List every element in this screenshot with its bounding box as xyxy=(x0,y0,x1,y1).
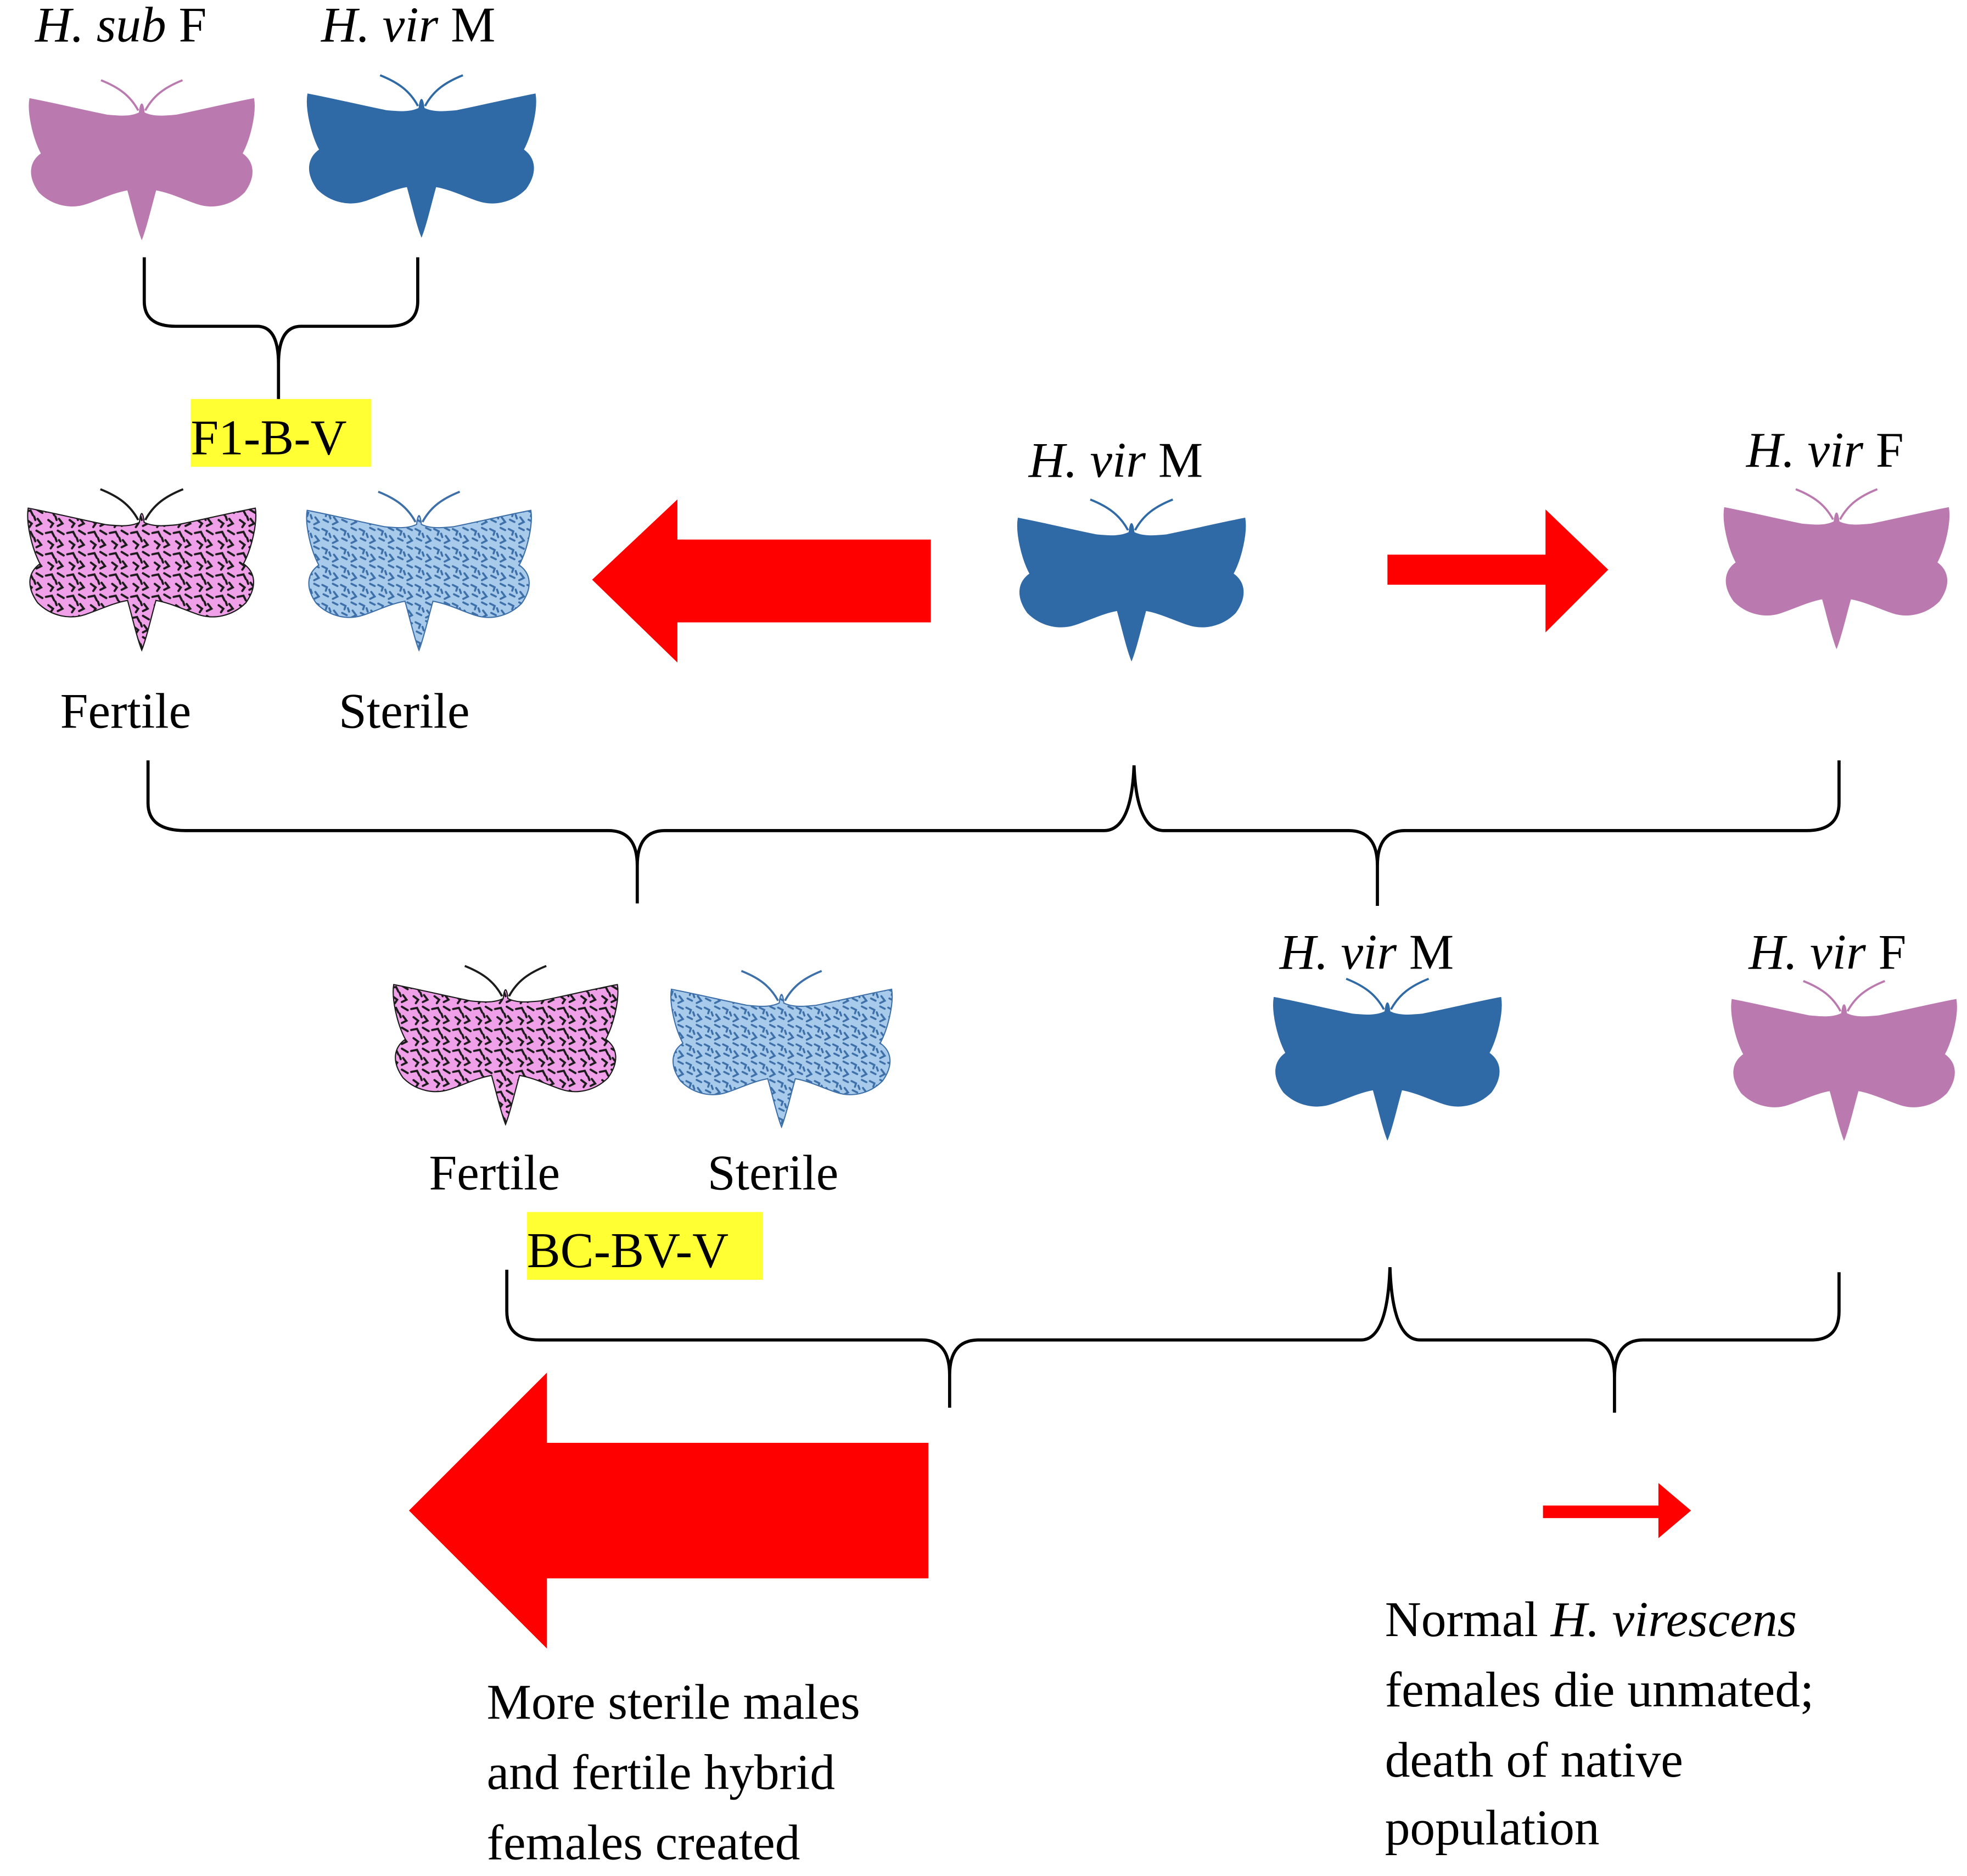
gen2-sterile-label: Sterile xyxy=(339,684,470,739)
moth-hybrid-sterile-male xyxy=(305,490,533,652)
outcome-left-line2: and fertile hybrid xyxy=(487,1745,835,1800)
moth-hybrid-fertile-female-gen3 xyxy=(392,965,619,1125)
hybrid-tag-bc: BC-BV-V xyxy=(527,1223,728,1278)
moth-female-hvir-gen3 xyxy=(1730,979,1958,1141)
gen3-female-label: H. vir F xyxy=(1748,924,1906,979)
moth-icon xyxy=(1730,979,1958,1141)
moth-female-hsub xyxy=(28,79,255,240)
arrow-icon xyxy=(1387,509,1609,632)
species: sub xyxy=(97,0,166,53)
sex: F xyxy=(179,0,207,53)
moth-male-hvir xyxy=(306,74,537,238)
gen1-female-label: H. sub F xyxy=(35,0,206,53)
genus: H. xyxy=(1748,924,1797,979)
moth-icon xyxy=(26,488,257,652)
genus: H. xyxy=(1279,924,1329,979)
outcome-right-line3: death of native xyxy=(1385,1732,1683,1788)
moth-hybrid-fertile-female xyxy=(26,488,257,652)
gen1-male-label: H. vir M xyxy=(321,0,495,53)
outcome-right-line4: population xyxy=(1385,1800,1600,1855)
genus: H. xyxy=(35,0,84,53)
arrow-icon xyxy=(592,499,931,663)
cross-bracket-gen3 xyxy=(505,1267,1841,1413)
moth-male-hvir-gen2 xyxy=(1017,498,1247,661)
gen3-male-label: H. vir M xyxy=(1279,924,1454,979)
gen3-fertile-label: Fertile xyxy=(429,1145,560,1200)
moth-icon xyxy=(670,970,894,1128)
moth-icon xyxy=(1017,498,1247,661)
species: vir xyxy=(1090,433,1146,488)
genus: H. xyxy=(321,0,370,53)
moth-female-hvir-gen2 xyxy=(1723,488,1950,649)
cross-bracket-gen1 xyxy=(142,257,419,399)
outcome-left-line1: More sterile males xyxy=(487,1675,860,1730)
species: vir xyxy=(1808,422,1864,478)
gen3-sterile-label: Sterile xyxy=(708,1145,839,1200)
moth-icon xyxy=(1723,488,1950,649)
sex: M xyxy=(1409,924,1454,979)
outcome-left-line3: females created xyxy=(487,1815,800,1871)
sex: F xyxy=(1876,422,1904,478)
outcome-right-line1: Normal H. virescens xyxy=(1385,1592,1797,1647)
arrow-icon xyxy=(408,1373,928,1649)
genus: H. xyxy=(1746,422,1795,478)
moth-hybrid-sterile-male-gen3 xyxy=(670,970,894,1128)
moth-icon xyxy=(28,79,255,240)
moth-icon xyxy=(306,74,537,238)
moth-icon xyxy=(392,965,619,1125)
sex: M xyxy=(1158,433,1203,488)
cross-bracket-gen2 xyxy=(146,760,1841,906)
species: vir xyxy=(1341,924,1397,979)
outcome-right-species: H. virescens xyxy=(1550,1592,1797,1647)
outcome-right-prefix: Normal xyxy=(1385,1592,1551,1647)
hybrid-tag-highlight xyxy=(526,1212,763,1280)
moth-icon xyxy=(305,490,533,652)
sex: M xyxy=(451,0,495,53)
species: vir xyxy=(383,0,439,53)
gen2-male-label: H. vir M xyxy=(1028,433,1203,488)
species: vir xyxy=(1810,924,1866,979)
hybrid-tag-f1: F1-B-V xyxy=(190,410,346,465)
moth-icon xyxy=(1273,977,1503,1140)
genus: H. xyxy=(1028,433,1078,488)
gen2-fertile-label: Fertile xyxy=(60,684,192,739)
arrow-icon xyxy=(1543,1483,1691,1538)
outcome-right-line2: females die unmated; xyxy=(1385,1662,1814,1717)
gen2-female-label: H. vir F xyxy=(1746,422,1904,478)
moth-male-hvir-gen3 xyxy=(1273,977,1503,1140)
sex: F xyxy=(1879,924,1907,979)
hybrid-tag-highlight xyxy=(190,399,372,467)
